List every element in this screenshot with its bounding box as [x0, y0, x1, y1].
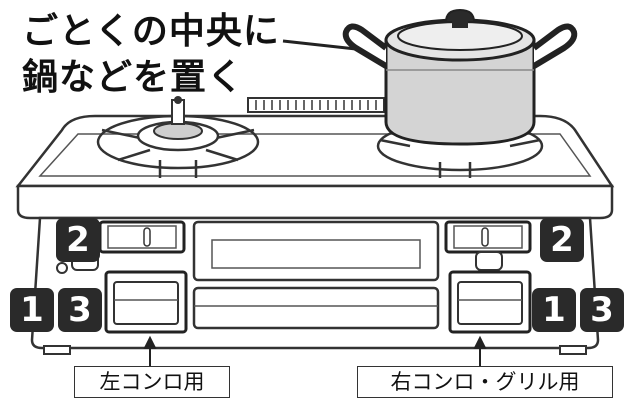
- left-indicator: [56, 262, 68, 274]
- caption-line-2: 鍋などを置く: [22, 57, 245, 98]
- left-pointer: [143, 335, 157, 366]
- pot-right-handle: [532, 23, 578, 69]
- left-knob-frame[interactable]: [98, 220, 186, 254]
- grill-handle: [192, 286, 440, 330]
- pot: [342, 8, 578, 146]
- caption-line-1: ごとくの中央に: [22, 11, 280, 52]
- rear-vent: [247, 97, 385, 113]
- right-ignition-frame[interactable]: [448, 270, 532, 334]
- left-ignition-frame[interactable]: [104, 270, 188, 334]
- left-burner-label: 左コンロ用: [74, 366, 230, 398]
- stove-front-body: [16, 184, 614, 220]
- badge-right-bottom-a: 1: [532, 288, 576, 332]
- pot-body: [384, 38, 536, 146]
- pot-left-handle: [342, 23, 388, 69]
- badge-right-bottom-b: 3: [580, 288, 624, 332]
- vent-slats: [255, 100, 377, 110]
- badge-left-top: 2: [56, 218, 100, 262]
- left-burner-head: [136, 96, 220, 152]
- badge-left-bottom-a: 1: [10, 288, 54, 332]
- badge-right-top: 2: [540, 218, 584, 262]
- right-burner-label: 右コンロ・グリル用: [357, 366, 613, 398]
- right-pointer: [473, 335, 487, 366]
- badge-left-bottom-b: 3: [58, 288, 102, 332]
- pot-lid-knob: [444, 8, 476, 23]
